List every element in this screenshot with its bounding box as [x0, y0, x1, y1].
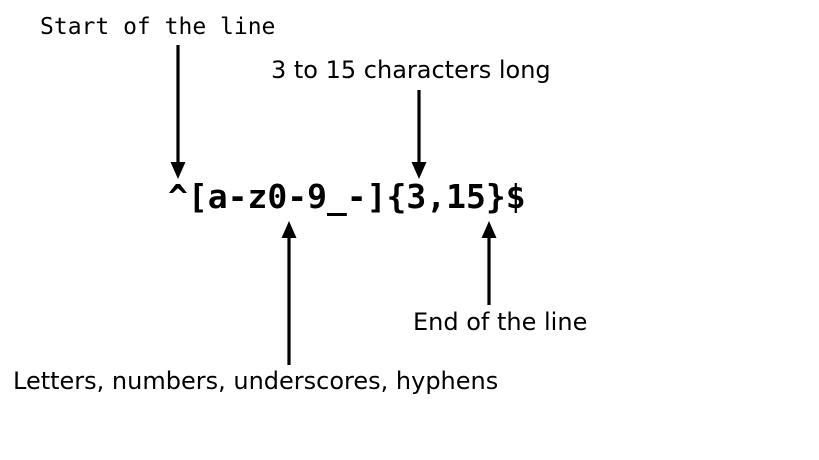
annotation-label-character-class: Letters, numbers, underscores, hyphens	[13, 367, 499, 395]
annotation-label-length-quantifier: 3 to 15 characters long	[271, 56, 551, 84]
arrow-character-class	[281, 221, 297, 365]
regex-pattern-text: ^[a-z0-9_-]{3,15}$	[168, 177, 526, 216]
arrow-start-of-line	[170, 45, 186, 179]
arrow-length-quantifier	[411, 90, 427, 179]
annotation-label-end-of-line: End of the line	[413, 308, 588, 336]
annotation-label-start-of-line: Start of the line	[40, 14, 276, 40]
arrow-end-of-line	[481, 221, 497, 305]
